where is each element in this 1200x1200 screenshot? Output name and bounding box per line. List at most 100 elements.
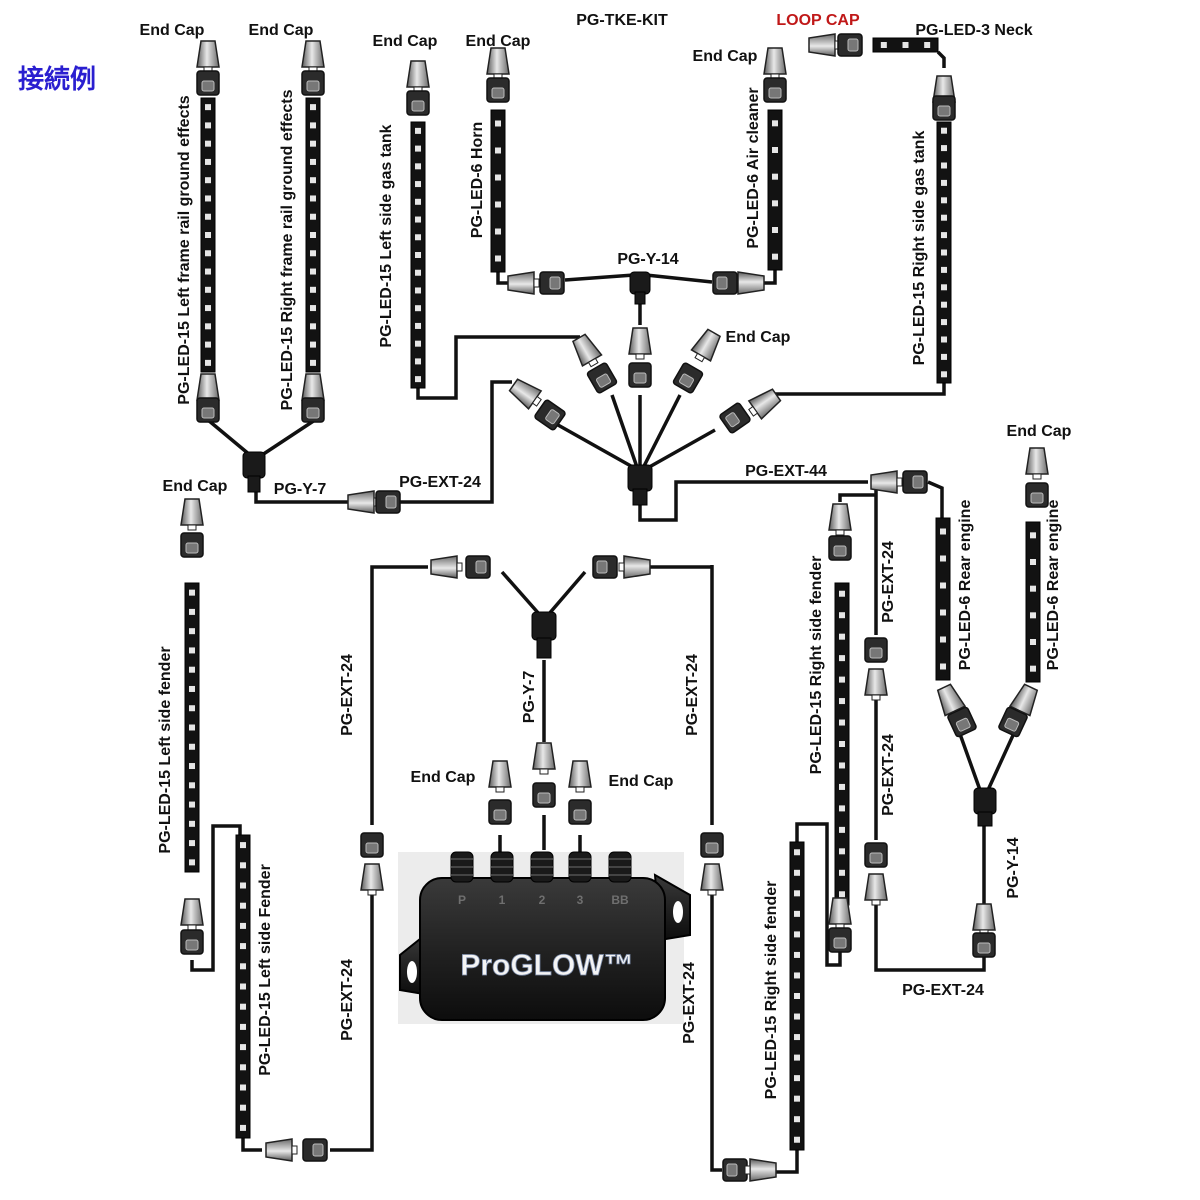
connector-female[interactable] [628, 327, 652, 360]
box-port-2[interactable]: 2 [530, 851, 554, 907]
strip-horn[interactable] [490, 109, 506, 273]
wire-box-ext24-left-bottom [330, 895, 374, 1152]
connector-male[interactable] [301, 70, 325, 96]
connector-male[interactable] [947, 706, 977, 738]
connector-female[interactable] [507, 376, 545, 412]
connector-male[interactable] [375, 490, 401, 514]
end-cap[interactable] [180, 498, 204, 531]
connector-female[interactable] [864, 873, 888, 906]
connector-male[interactable] [712, 271, 738, 295]
connector-male[interactable] [998, 706, 1028, 738]
connector-female[interactable] [360, 863, 384, 896]
connector-male[interactable] [828, 927, 852, 953]
strip-left-fender2[interactable] [235, 834, 251, 1139]
led-chip [940, 609, 946, 616]
connector-female[interactable] [972, 903, 996, 936]
end-cap[interactable] [486, 47, 510, 80]
connector-male[interactable] [972, 932, 996, 958]
connector-male[interactable] [828, 535, 852, 561]
strip-neck[interactable] [872, 37, 939, 53]
connector-female[interactable] [870, 470, 903, 494]
connector-female[interactable] [347, 490, 380, 514]
connector-male[interactable] [196, 397, 220, 423]
splitter-y14-top[interactable] [629, 271, 651, 305]
strip-rear-a[interactable] [935, 517, 951, 681]
connector-female[interactable] [828, 503, 852, 536]
connector-male[interactable] [488, 799, 512, 825]
connector-male[interactable] [534, 399, 566, 431]
connector-male[interactable] [719, 402, 751, 434]
box-port-p[interactable]: P [450, 851, 474, 907]
connector-male[interactable] [700, 832, 724, 858]
connector-female[interactable] [569, 332, 604, 370]
box-port-1[interactable]: 1 [490, 851, 514, 907]
connector-female[interactable] [618, 555, 651, 579]
connector-male[interactable] [586, 362, 618, 394]
strip-left-frame[interactable] [200, 97, 216, 373]
splitter-y7-center[interactable] [531, 611, 557, 659]
end-cap[interactable] [406, 60, 430, 93]
led-chip [1030, 639, 1036, 645]
connector-female[interactable] [180, 898, 204, 931]
end-cap[interactable] [196, 40, 220, 73]
connector-male[interactable] [360, 832, 384, 858]
connector-male[interactable] [628, 362, 652, 388]
strip-right-fender2[interactable] [789, 841, 805, 1151]
connector-male[interactable] [406, 90, 430, 116]
connector-male[interactable] [722, 1158, 748, 1182]
strip-air[interactable] [767, 109, 783, 271]
connector-male[interactable] [864, 842, 888, 868]
connector-female[interactable] [864, 668, 888, 701]
connector-female[interactable] [507, 271, 540, 295]
led-chip [240, 1003, 246, 1010]
splitter-hub[interactable] [627, 464, 653, 506]
connector-male[interactable] [763, 77, 787, 103]
connector-male[interactable] [532, 782, 556, 808]
led-chip [310, 122, 316, 129]
connector-male[interactable] [672, 362, 704, 394]
connector-female[interactable] [430, 555, 463, 579]
end-cap[interactable] [301, 40, 325, 73]
connector-female[interactable] [700, 863, 724, 896]
connector-male[interactable] [837, 33, 863, 57]
connector-male[interactable] [486, 77, 510, 103]
box-port-bb[interactable]: BB [608, 851, 632, 907]
connector-male[interactable] [180, 929, 204, 955]
box-port-3[interactable]: 3 [568, 851, 592, 907]
strip-rear-b[interactable] [1025, 521, 1041, 683]
strip-right-gas[interactable] [936, 121, 952, 384]
connector-male[interactable] [465, 555, 491, 579]
end-cap[interactable] [568, 760, 592, 793]
connector-male[interactable] [1025, 482, 1049, 508]
connector-female[interactable] [828, 897, 852, 930]
connector-male[interactable] [302, 1138, 328, 1162]
connector-male[interactable] [301, 397, 325, 423]
end-cap[interactable] [1025, 447, 1049, 480]
connector-male[interactable] [592, 555, 618, 579]
end-cap[interactable] [689, 327, 724, 365]
strip-right-frame[interactable] [305, 97, 321, 373]
connector-male[interactable] [539, 271, 565, 295]
splitter-y7-top[interactable] [242, 451, 266, 493]
connector-female[interactable] [745, 386, 783, 422]
connector-male[interactable] [902, 470, 928, 494]
connector-male[interactable] [932, 95, 956, 121]
led-strip-body [767, 109, 783, 271]
connector-male[interactable] [196, 70, 220, 96]
connector-male[interactable] [864, 637, 888, 663]
loop-cap[interactable] [808, 33, 841, 57]
strip-left-gas[interactable] [410, 121, 426, 389]
splitter-y14-rear[interactable] [973, 787, 997, 827]
connector-female[interactable] [265, 1138, 298, 1162]
end-cap[interactable] [763, 47, 787, 80]
strip-right-fender[interactable] [834, 582, 850, 906]
connector-female[interactable] [532, 742, 556, 775]
connector-female[interactable] [744, 1158, 777, 1182]
end-cap[interactable] [488, 760, 512, 793]
strip-left-fender[interactable] [184, 582, 200, 873]
connector-male[interactable] [180, 532, 204, 558]
connector-male[interactable] [568, 799, 592, 825]
led-chip [839, 826, 845, 833]
led-chip [189, 859, 195, 866]
